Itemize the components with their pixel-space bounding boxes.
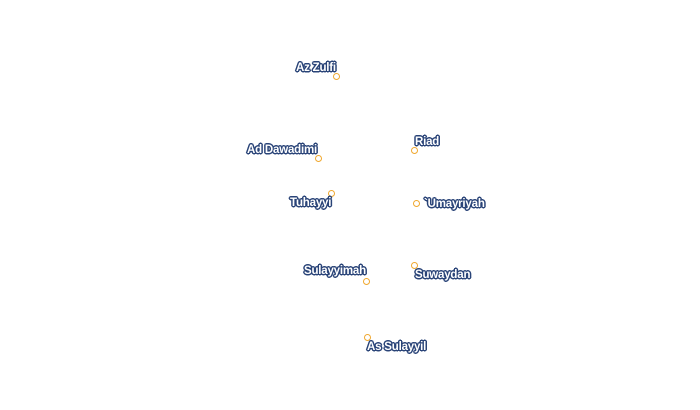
city-marker-icon[interactable]: [314, 154, 322, 162]
city-marker-icon[interactable]: [363, 333, 371, 341]
place-label: Tuhayyi: [290, 197, 332, 209]
place-label: Suwaydan: [415, 269, 471, 281]
place-label: Riad: [415, 136, 440, 148]
place-label: `Umayriyah: [424, 198, 485, 210]
place-label: Sulayyimah: [304, 265, 366, 277]
city-marker-icon[interactable]: [410, 261, 418, 269]
city-marker-icon[interactable]: [332, 72, 340, 80]
city-marker-icon[interactable]: [410, 146, 418, 154]
place-label: Ad Dawadimi: [247, 144, 318, 156]
city-marker-icon[interactable]: [327, 189, 335, 197]
city-marker-icon[interactable]: [362, 277, 370, 285]
place-label: Az Zulfi: [296, 62, 336, 74]
place-label: As Sulayyil: [367, 341, 427, 353]
city-marker-icon[interactable]: [412, 199, 420, 207]
